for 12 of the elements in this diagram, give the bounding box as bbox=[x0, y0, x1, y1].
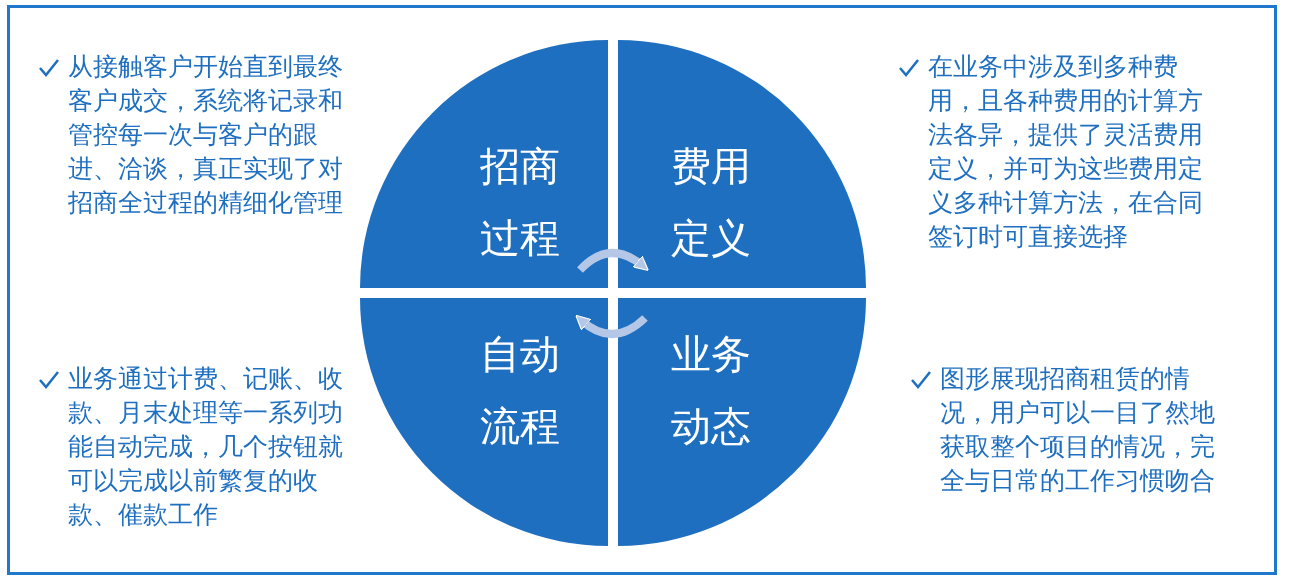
description-text: 业务通过计费、记账、收款、月末处理等一系列功能自动完成，几个按钮就可以完成以前繁复的收款、催款工作 bbox=[68, 363, 344, 531]
quadrant-title: 招商过程 bbox=[479, 142, 561, 263]
quadrant-title: 业务动态 bbox=[670, 330, 752, 451]
quadrant-shape bbox=[360, 40, 608, 288]
description-text: 在业务中涉及到多种费用，且各种费用的计算方法各异，提供了灵活费用定义，并可为这些费用定义多种计算方法，在合同签订时可直接选择 bbox=[928, 51, 1204, 253]
quadrant-title: 自动流程 bbox=[479, 330, 561, 451]
description-text: 从接触客户开始直到最终客户成交，系统将记录和管控每一次与客户的跟进、洽谈，真正实现了对招商全过程的精细化管理 bbox=[68, 51, 344, 219]
quadrant-shape bbox=[618, 298, 866, 546]
quadrant-shape bbox=[618, 40, 866, 288]
quadrant-title: 费用定义 bbox=[670, 142, 752, 263]
quadrant-shape bbox=[360, 298, 608, 546]
description-text: 图形展现招商租赁的情况，用户可以一目了然地获取整个项目的情况，完全与日常的工作习惯吻合 bbox=[940, 363, 1216, 497]
